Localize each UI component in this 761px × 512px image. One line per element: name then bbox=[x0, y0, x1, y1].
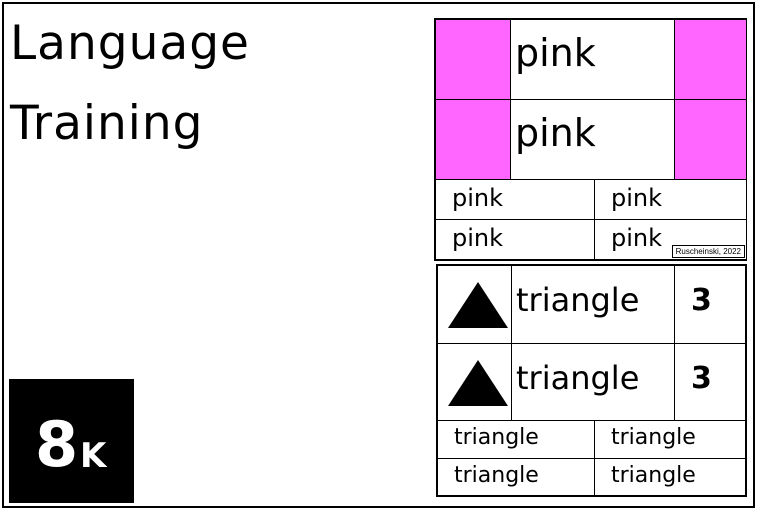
big-word-cell: pink bbox=[510, 19, 675, 100]
small-word: triangle bbox=[454, 463, 539, 488]
big-word-cell: pink bbox=[510, 99, 675, 180]
shape-cell bbox=[437, 343, 512, 421]
level-badge: 8 K bbox=[9, 379, 134, 503]
small-word-cell: pink bbox=[594, 179, 747, 220]
count-cell: 3 bbox=[674, 343, 746, 421]
big-word: pink bbox=[515, 31, 596, 75]
big-word: triangle bbox=[516, 281, 640, 319]
triangle-word-card: triangle 3 triangle 3 triangle triangle … bbox=[436, 264, 747, 497]
badge-number: 8 bbox=[35, 408, 79, 481]
small-word: pink bbox=[452, 224, 504, 252]
title-line-2: Training bbox=[10, 96, 204, 151]
title-line-1: Language bbox=[10, 16, 250, 71]
triangle-icon bbox=[448, 282, 508, 328]
badge-letter: K bbox=[80, 436, 107, 476]
small-word-cell: triangle bbox=[594, 420, 746, 459]
small-word: pink bbox=[452, 184, 504, 212]
small-word: triangle bbox=[611, 425, 696, 450]
small-word-cell: pink bbox=[435, 179, 595, 220]
pink-swatch bbox=[674, 19, 747, 100]
shape-cell bbox=[437, 265, 512, 344]
page-frame bbox=[2, 2, 755, 508]
small-word-cell: pink Ruscheinski, 2022 bbox=[594, 219, 747, 260]
big-word-cell: triangle bbox=[511, 343, 675, 421]
small-word: triangle bbox=[454, 425, 539, 450]
big-word: triangle bbox=[516, 359, 640, 397]
triangle-icon bbox=[448, 360, 508, 406]
pink-word-card: pink pink pink pink pink pink Ruscheinsk… bbox=[434, 18, 747, 261]
shape-count: 3 bbox=[691, 361, 712, 396]
small-word-cell: triangle bbox=[437, 420, 595, 459]
big-word: pink bbox=[515, 111, 596, 155]
small-word-cell: triangle bbox=[594, 458, 746, 496]
small-word-cell: triangle bbox=[437, 458, 595, 496]
big-word-cell: triangle bbox=[511, 265, 675, 344]
pink-swatch bbox=[435, 99, 511, 180]
pink-swatch bbox=[674, 99, 747, 180]
small-word: pink bbox=[611, 224, 663, 252]
pink-swatch bbox=[435, 19, 511, 100]
credit-label: Ruscheinski, 2022 bbox=[671, 245, 745, 258]
count-cell: 3 bbox=[674, 265, 746, 344]
shape-count: 3 bbox=[691, 283, 712, 318]
small-word: triangle bbox=[611, 463, 696, 488]
small-word-cell: pink bbox=[435, 219, 595, 260]
small-word: pink bbox=[611, 184, 663, 212]
